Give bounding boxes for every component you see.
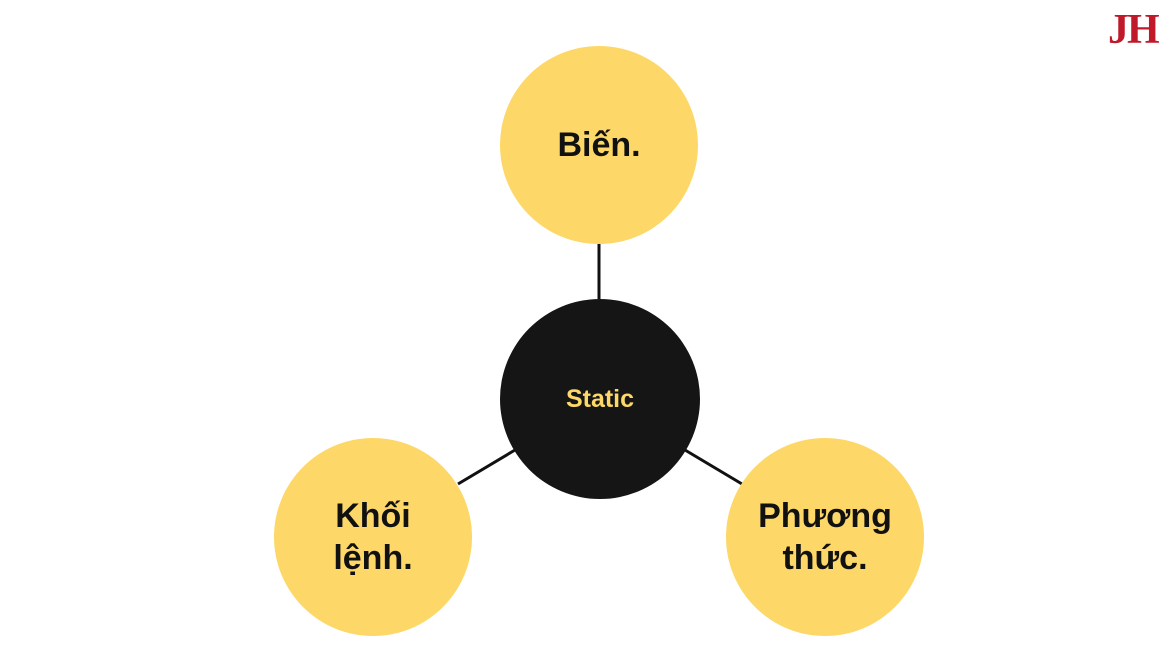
node-static-hub: Static	[500, 299, 700, 499]
node-static-label: Static	[565, 384, 635, 413]
node-phuong-thuc-label: Phương thức.	[758, 497, 892, 577]
node-khoi-lenh: Khối lệnh.	[274, 438, 472, 636]
brand-logo: JH	[1108, 7, 1160, 53]
node-bien-label: Biến.	[557, 126, 641, 164]
node-phuong-thuc: Phương thức.	[726, 438, 924, 636]
node-bien: Biến.	[500, 46, 698, 244]
connector-left	[457, 448, 516, 486]
node-khoi-lenh-label: Khối lệnh.	[333, 497, 413, 577]
connector-right	[684, 448, 743, 486]
